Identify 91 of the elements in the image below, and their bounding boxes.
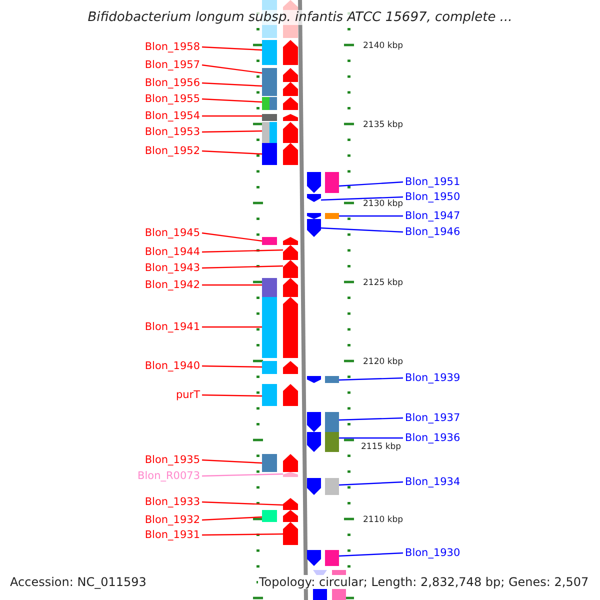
gene-label: Blon_1937 (405, 412, 460, 424)
gene-label: Blon_1958 (144, 41, 200, 53)
gene-drawing (307, 412, 339, 432)
leader-line (202, 365, 262, 368)
leader-line (338, 481, 404, 486)
scale-label: 2135 kbp (362, 120, 404, 130)
gene-label: Blon_1952 (144, 145, 200, 157)
leader-line (202, 394, 262, 397)
leader-line (202, 115, 262, 117)
leader-line (338, 417, 404, 421)
gene-label: Blon_1956 (144, 77, 200, 89)
gene-label: Blon_1954 (144, 110, 200, 122)
leader-line (202, 232, 262, 242)
leader-line (202, 265, 284, 269)
scale-label: 2115 kbp (360, 442, 402, 452)
scale-label: 2140 kbp (362, 41, 404, 51)
gene-drawing (307, 550, 339, 566)
gene-label: Blon_1943 (144, 262, 200, 274)
gene-drawing (262, 97, 298, 110)
gene-label: Blon_1950 (405, 191, 460, 203)
leader-line (202, 516, 262, 521)
leader-line (202, 473, 284, 477)
gene-drawing (262, 384, 298, 406)
leader-line (202, 284, 262, 286)
gene-label: Blon_1930 (405, 547, 460, 559)
leader-line (202, 501, 284, 506)
leader-line (320, 227, 404, 233)
gene-drawing (262, 114, 298, 121)
gene-drawing (283, 498, 298, 510)
gene-label: Blon_1942 (144, 279, 200, 291)
gene-label: Blon_1947 (405, 210, 460, 222)
gene-label: Blon_1931 (144, 529, 200, 541)
scale-label: 2125 kbp (362, 278, 404, 288)
leader-line (202, 533, 283, 536)
leader-line (320, 196, 404, 201)
gene-drawing (307, 478, 339, 495)
leader-line (339, 215, 403, 217)
title: Bifidobacterium longum subsp. infantis ATCC 15697, complete ... (88, 10, 512, 25)
gene-label: Blon_1940 (144, 360, 200, 372)
gene-drawing (307, 213, 339, 219)
gene-drawing (283, 245, 298, 260)
leader-line (202, 326, 262, 328)
gene-label: Blon_1945 (144, 227, 200, 239)
leader-line (202, 130, 262, 133)
scale-label: 2130 kbp (362, 199, 404, 209)
gene-label: Blon_1939 (405, 372, 460, 384)
gene-label: Blon_R0073 (138, 470, 200, 482)
gene-drawing (262, 297, 298, 358)
gene-drawing (262, 454, 298, 472)
accession-text: Accession: NC_011593 (9, 575, 148, 589)
leader-line (202, 64, 262, 74)
gene-label: Blon_1933 (144, 496, 200, 508)
gene-label: Blon_1957 (144, 59, 200, 71)
gene-label: Blon_1946 (405, 226, 460, 238)
leader-line (339, 437, 403, 439)
gene-label: Blon_1953 (144, 126, 200, 138)
leader-line (202, 98, 262, 103)
gene-label: Blon_1935 (144, 454, 200, 466)
gene-label: Blon_1951 (405, 176, 460, 188)
gene-drawing (262, 361, 298, 374)
genome-summary: Topology: circular; Length: 2,832,748 bp; Genes: 2,507 (258, 575, 590, 589)
scale-label: 2120 kbp (362, 357, 404, 367)
leader-line (202, 150, 262, 155)
leader-line (202, 459, 262, 464)
gene-label: Blon_1934 (405, 476, 460, 488)
gene-drawing (262, 40, 298, 65)
gene-label: purT (176, 389, 200, 401)
gene-label: Blon_1955 (144, 93, 200, 105)
gene-drawing (262, 143, 298, 165)
gene-label: Blon_1944 (144, 246, 200, 258)
gene-drawing (262, 237, 298, 245)
gene-drawing (262, 122, 298, 143)
gene-drawing (283, 522, 298, 545)
leader-line (202, 46, 262, 51)
gene-drawing (307, 432, 339, 452)
leader-line (338, 181, 404, 187)
gene-label: Blon_1932 (144, 514, 200, 526)
gene-label: Blon_1941 (144, 321, 200, 333)
gene-drawing (262, 82, 298, 96)
leader-line (338, 552, 404, 557)
gene-drawing (262, 510, 298, 522)
gene-drawing (307, 376, 339, 383)
gene-label: Blon_1936 (405, 432, 460, 444)
gene-drawing (262, 68, 298, 82)
leader-line (202, 249, 284, 253)
scale-label: 2110 kbp (362, 515, 404, 525)
gene-drawing (262, 278, 298, 297)
leader-line (202, 82, 262, 87)
gene-drawing (283, 260, 298, 278)
leader-line (338, 377, 404, 381)
gene-drawing (307, 172, 339, 193)
